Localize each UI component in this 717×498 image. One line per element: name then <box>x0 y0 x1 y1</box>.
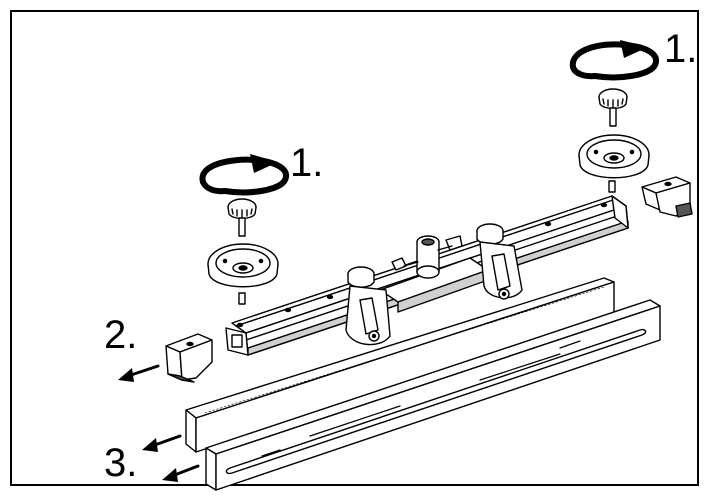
step-1-label-right: 1. <box>664 27 697 71</box>
wheel-icon-left <box>207 243 279 305</box>
step-3-label: 3. <box>104 441 137 485</box>
pull-arrow-icon-step-3-upper <box>142 434 182 452</box>
rotate-arrow-icon-right <box>569 40 660 81</box>
rotate-arrow-icon-left <box>199 154 290 196</box>
center-mount <box>379 235 489 313</box>
wheel-icon-right <box>578 134 650 193</box>
end-cap-left <box>165 333 213 383</box>
pull-arrow-icon-step-2 <box>118 364 160 382</box>
end-cap-right <box>641 176 693 218</box>
flat-strip <box>185 277 615 453</box>
step-1-label-left: 1. <box>290 141 323 185</box>
channel-strip <box>205 299 661 491</box>
clamp-right <box>476 223 523 300</box>
knob-icon-left <box>227 198 257 237</box>
clamp-left <box>345 266 391 346</box>
knob-icon-right <box>598 88 628 127</box>
pull-arrow-icon-step-3-lower <box>162 464 200 482</box>
step-2-label: 2. <box>104 313 137 357</box>
